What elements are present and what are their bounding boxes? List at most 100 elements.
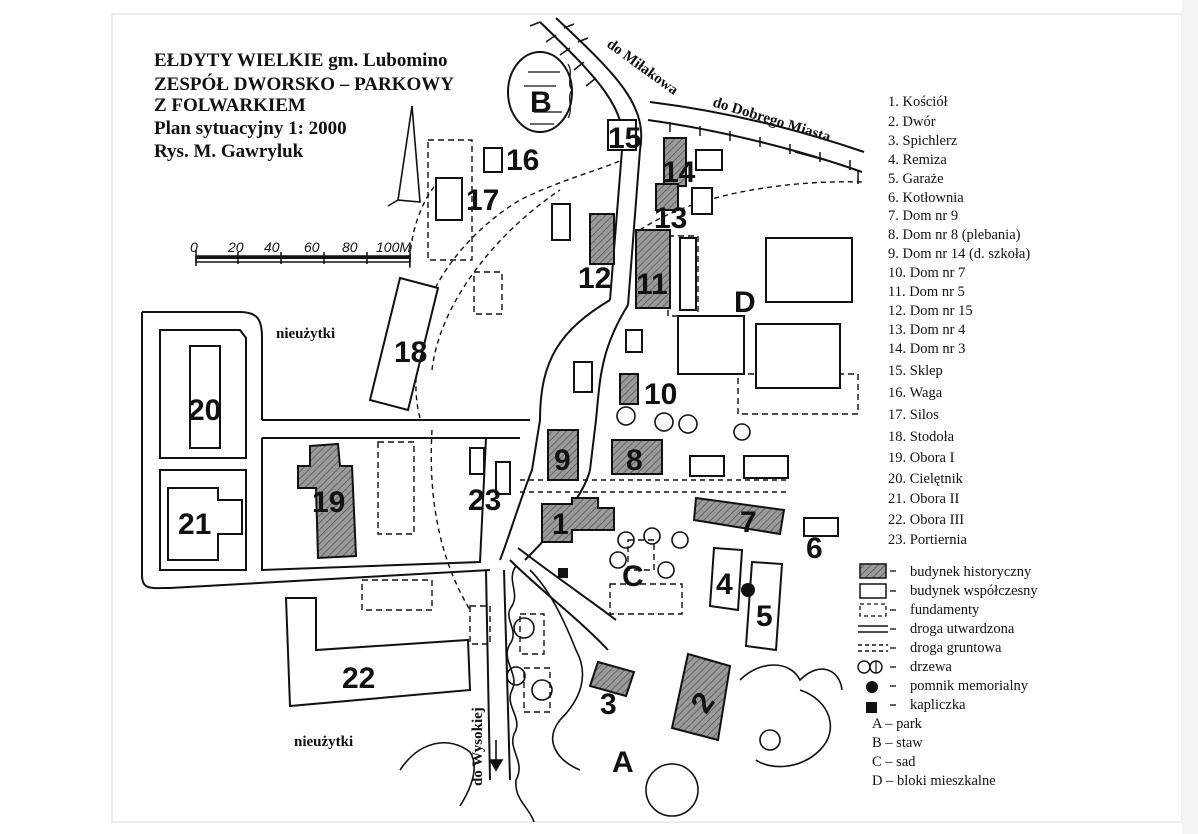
pond-b	[507, 51, 573, 133]
num-7: 7	[740, 506, 757, 539]
legend-chapel-symbol	[866, 702, 877, 713]
list-item-13: 13. Dom nr 4	[888, 322, 966, 338]
road-dobre-miasto-south	[647, 119, 863, 173]
legend-memorial-symbol	[866, 681, 878, 693]
list-item-19: 19. Obora I	[888, 450, 955, 466]
farm-road-cow-yard	[261, 437, 487, 572]
label-wasteland-top: nieużytki	[276, 326, 335, 342]
title-block: EŁDYTY WIELKIE gm. Lubomino ZESPÓŁ DWORS…	[154, 50, 454, 162]
building-2	[670, 652, 732, 742]
farm-road-outer	[141, 312, 491, 590]
list-item-6: 6. Kotłownia	[888, 190, 964, 206]
list-item-16: 16. Waga	[888, 385, 943, 401]
list-item-21: 21. Obora II	[888, 491, 959, 507]
historic-buildings	[297, 137, 786, 742]
building-4	[708, 546, 744, 612]
building-unnamed-c	[625, 329, 643, 353]
scale-tick-60: 60	[304, 239, 320, 255]
building-5	[744, 560, 784, 652]
building-19	[297, 442, 358, 560]
building-20	[189, 345, 221, 449]
legend-memorial-label: pomnik memorialny	[910, 678, 1029, 694]
scale-tick-100: 100M	[376, 239, 411, 255]
num-12: 12	[578, 262, 611, 295]
num-4: 4	[716, 568, 733, 601]
num-6: 6	[806, 532, 823, 565]
farm-road-west-top	[142, 311, 263, 420]
scale-tick-40: 40	[264, 239, 280, 255]
building-8	[611, 439, 663, 475]
building-11	[635, 229, 671, 309]
title-line-5: Rys. M. Gawryluk	[154, 141, 304, 162]
list-item-2: 2. Dwór	[888, 114, 936, 130]
foundation-outlines	[361, 139, 859, 713]
legend-area-a: A – park	[872, 716, 923, 732]
building-unnamed-h	[743, 455, 789, 479]
building-unnamed-e	[691, 187, 713, 215]
building-7	[692, 496, 786, 536]
legend-dirt-label: droga gruntowa	[910, 640, 1002, 656]
chapel-symbol	[558, 568, 568, 578]
area-letter-a: A	[612, 746, 634, 779]
num-21: 21	[178, 508, 211, 541]
memorial-symbol	[741, 583, 755, 597]
legend-modern-label: budynek współczesny	[910, 583, 1038, 599]
legend-dashes	[890, 570, 896, 706]
symbol-legend: budynek historyczny budynek współczesny …	[857, 563, 1038, 789]
list-item-8: 8. Dom nr 8 (plebania)	[888, 227, 1021, 243]
road-ticks-dobre-miasto	[669, 122, 859, 184]
num-20: 20	[188, 394, 221, 427]
road-wysoka-west	[485, 569, 491, 781]
title-line-3: Z FOLWARKIEM	[154, 95, 306, 116]
road-dobre-miasto-north	[649, 101, 865, 153]
building-13	[655, 183, 679, 211]
legend-historic-label: budynek historyczny	[910, 564, 1032, 580]
scale-bar: 0 20 40 60 80 100M	[190, 239, 411, 266]
list-item-7: 7. Dom nr 9	[888, 208, 958, 224]
num-15: 15	[608, 122, 641, 155]
building-unnamed-g	[689, 455, 725, 477]
legend-tree-label: drzewa	[910, 659, 952, 675]
list-item-22: 22. Obora III	[888, 512, 964, 528]
list-item-9: 9. Dom nr 14 (d. szkoła)	[888, 246, 1030, 262]
num-16: 16	[506, 144, 539, 177]
area-letter-c: C	[622, 560, 644, 593]
title-line-1: EŁDYTY WIELKIE gm. Lubomino	[154, 50, 448, 71]
num-10: 10	[644, 378, 677, 411]
legend-modern-swatch	[859, 583, 887, 599]
block-d2	[677, 315, 745, 375]
scale-tick-0: 0	[190, 239, 198, 255]
num-23: 23	[468, 484, 501, 517]
label-road-wysoka: do Wysokiej	[470, 707, 486, 786]
road-ticks-milakowo	[529, 21, 597, 87]
area-letter-b: B	[530, 86, 552, 119]
num-14: 14	[662, 156, 696, 189]
building-10	[619, 373, 639, 405]
legend-foundation-label: fundamenty	[910, 602, 980, 618]
building-17	[435, 177, 463, 221]
legend-foundation-swatch	[859, 603, 887, 617]
block-d1	[765, 237, 853, 303]
scale-tick-20: 20	[227, 239, 244, 255]
list-item-15: 15. Sklep	[888, 363, 943, 379]
farm-road-west-pocket	[159, 329, 247, 459]
building-12	[589, 213, 615, 265]
building-15	[607, 119, 637, 151]
num-13: 13	[654, 202, 687, 235]
building-number-labels: 1 2 3 4 5 6 7 8 9 10 11 12 13 14 15 16 1…	[178, 122, 823, 721]
list-item-18: 18. Stodoła	[888, 429, 955, 445]
area-letter-d: D	[734, 286, 756, 319]
num-22: 22	[342, 662, 375, 695]
list-item-3: 3. Spichlerz	[888, 133, 958, 149]
building-9	[547, 429, 579, 481]
block-d3	[755, 323, 841, 389]
road-main-east-edge	[555, 17, 643, 306]
num-5: 5	[756, 600, 773, 633]
buildings-list: 1. Kościół 2. Dwór 3. Spichlerz 4. Remiz…	[888, 94, 1030, 548]
list-item-4: 4. Remiza	[888, 152, 947, 168]
building-16	[483, 147, 503, 173]
building-1	[541, 497, 615, 543]
list-item-5: 5. Garaże	[888, 171, 944, 187]
building-unnamed-f	[679, 237, 697, 311]
